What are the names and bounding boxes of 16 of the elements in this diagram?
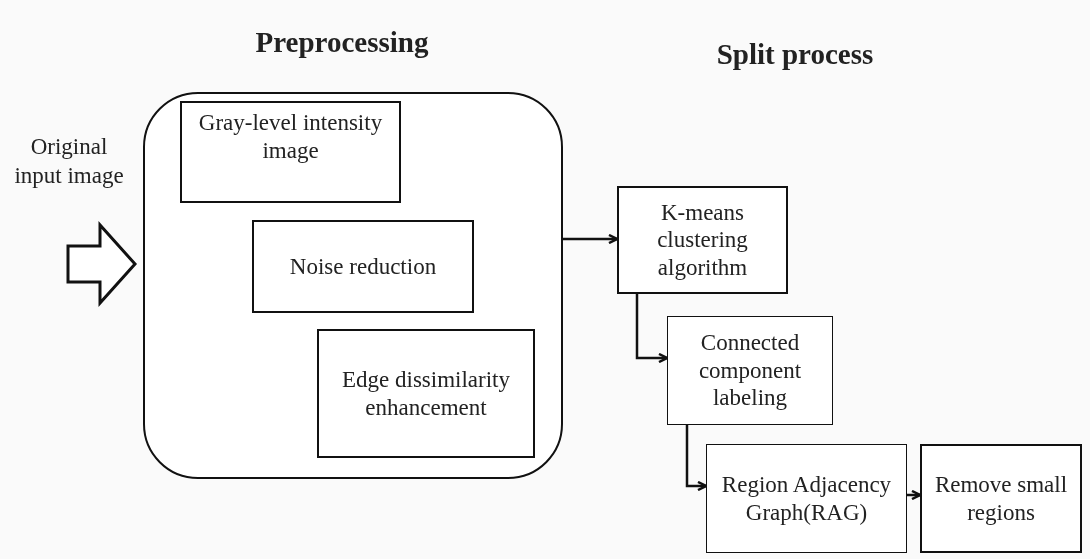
group-heading: Preprocessing [254,26,430,59]
arrow [685,425,708,492]
process-box: Edge dissimilarity enhancement [317,329,535,458]
process-box: Noise reduction [252,220,474,313]
arrow [907,489,922,501]
process-box: K-means clustering algorithm [617,186,788,294]
arrow [563,233,619,245]
process-box: Connected component labeling [667,316,833,425]
process-box: Remove small regions [920,444,1082,553]
block-arrow [66,221,137,307]
input-label: Original input image [10,112,128,212]
arrow [635,294,669,364]
process-box: Gray-level intensity image [180,101,401,203]
group-container [143,92,563,479]
section-heading: Split process [715,38,875,71]
process-box: Region Adjacency Graph(RAG) [706,444,907,553]
